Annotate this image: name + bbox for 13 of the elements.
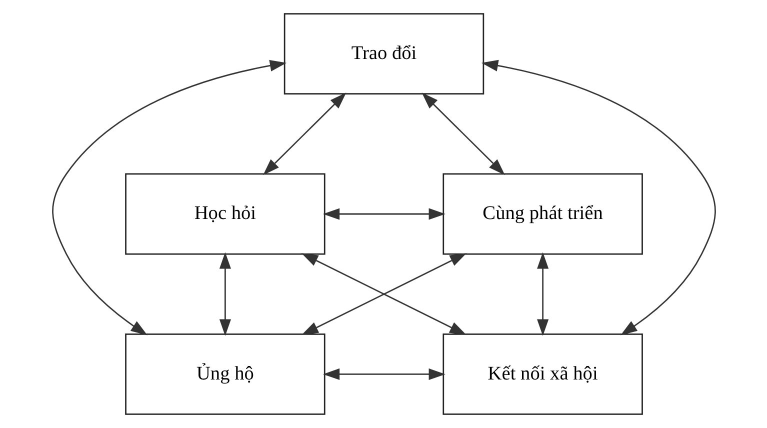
arrow	[322, 368, 445, 380]
arrow	[218, 252, 230, 336]
arrow	[421, 92, 504, 176]
arrow	[480, 60, 716, 336]
node-box: Trao đổi	[283, 13, 484, 95]
node-box: Cùng phát triển	[442, 173, 642, 255]
arrow	[262, 92, 346, 176]
arrow	[52, 60, 286, 336]
node-box: Học hỏi	[124, 173, 325, 255]
node-box: Ủng hộ	[124, 333, 325, 415]
arrow	[322, 208, 445, 220]
node-box: Kết nối xã hội	[442, 333, 642, 415]
arrow	[536, 252, 548, 336]
